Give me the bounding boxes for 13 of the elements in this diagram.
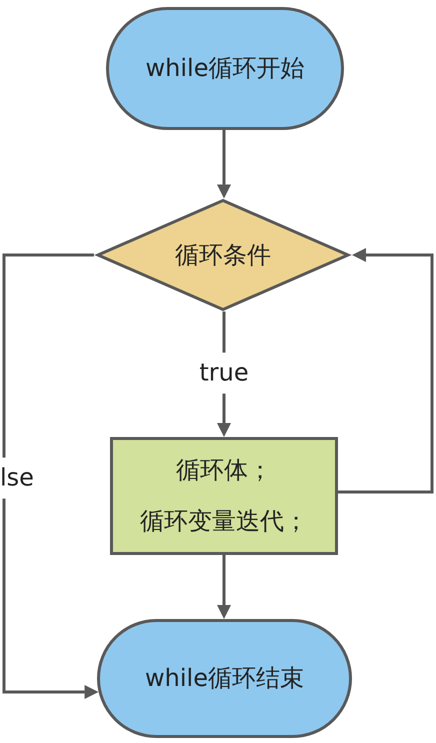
edge-label: true (199, 352, 249, 394)
flow-arrow (217, 130, 231, 198)
terminal-label: while循环结束 (145, 664, 304, 693)
flow-arrow (2, 254, 99, 699)
statement-text: 循环体； (176, 456, 272, 485)
decision-diamond (94, 198, 352, 312)
flow-arrow (217, 555, 231, 619)
edge-label: lse (0, 458, 34, 498)
condition-label: 循环条件 (175, 240, 271, 270)
process-box (110, 437, 338, 555)
statement-text: 循环变量迭代； (140, 507, 308, 536)
terminal-label: while循环开始 (146, 54, 304, 83)
flow-arrow (338, 248, 434, 494)
